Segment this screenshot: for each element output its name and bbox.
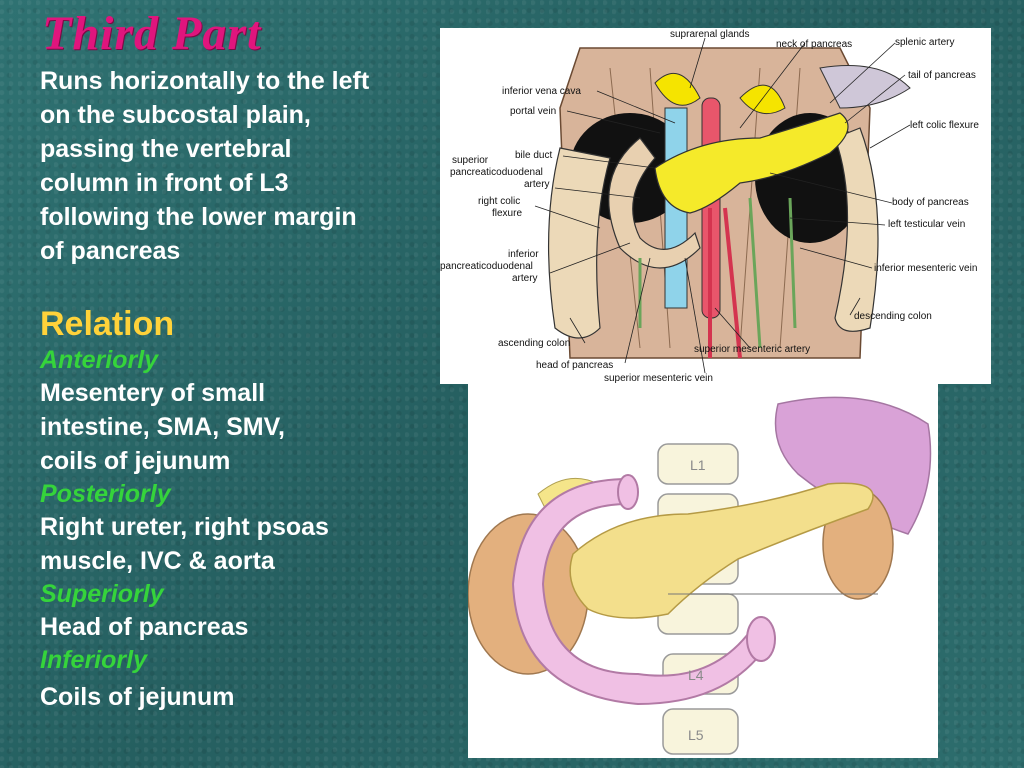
intro-line: of pancreas [40,237,181,265]
relation-posteriorly-heading: Posteriorly [40,480,171,508]
pancreas-duodenum-diagram: suprarenal glands neck of pancreas splen… [440,28,991,384]
intro-line: column in front of L3 [40,169,289,197]
label-inferior-pd-artery: artery [512,273,538,284]
vertebra-label-l5: L5 [688,727,704,743]
intro-text: Runs horizontally to the left on the sub… [40,64,440,268]
label-right-colic-flexure: flexure [492,208,522,219]
intro-line: on the subcostal plain, [40,101,311,129]
duodenum-vertebra-diagram: L1 L4 L5 [467,384,938,758]
vertebra-label-l1: L1 [690,457,706,473]
label-ascending-colon: ascending colon [498,338,570,349]
label-head-of-pancreas: head of pancreas [536,360,613,371]
label-superior-mesenteric-vein: superior mesenteric vein [604,373,713,384]
relation-inferiorly-heading: Inferiorly [40,646,147,674]
pancreas-duodenum-illustration: suprarenal glands neck of pancreas splen… [440,29,979,384]
relation-heading: Relation [40,305,175,343]
label-bile-duct: bile duct [515,150,552,161]
vertebra-label-l4: L4 [688,667,704,683]
label-left-testicular-vein: left testicular vein [888,219,965,230]
label-neck-of-pancreas: neck of pancreas [776,39,852,50]
relation-superiorly-text: Head of pancreas [40,610,440,644]
label-inferior-pd-artery: pancreaticoduodenal [440,261,533,272]
intro-line: following the lower margin [40,203,357,231]
label-superior-pd-artery: artery [524,179,550,190]
relation-line: coils of jejunum [40,447,231,475]
label-inferior-mesenteric-vein: inferior mesenteric vein [874,263,977,274]
relation-line: intestine, SMA, SMV, [40,413,285,441]
label-inferior-vena-cava: inferior vena cava [502,86,581,97]
relation-line: Coils of jejunum [40,683,235,711]
label-tail-of-pancreas: tail of pancreas [908,70,976,81]
slide-title: Third Part [42,7,262,60]
relation-anteriorly-heading: Anteriorly [40,346,159,374]
label-body-of-pancreas: body of pancreas [892,197,969,208]
label-splenic-artery: splenic artery [895,37,954,48]
label-portal-vein: portal vein [510,106,556,117]
relation-line: Head of pancreas [40,613,249,641]
relation-inferiorly-text: Coils of jejunum [40,680,440,714]
relation-posteriorly-text: Right ureter, right psoas muscle, IVC & … [40,510,440,578]
relation-line: muscle, IVC & aorta [40,547,275,575]
text-column: Runs horizontally to the left on the sub… [40,64,440,714]
relation-line: Mesentery of small [40,379,266,407]
intro-line: passing the vertebral [40,135,292,163]
label-descending-colon: descending colon [854,311,932,322]
label-right-colic-flexure: right colic [478,196,520,207]
relation-line: Right ureter, right psoas [40,513,329,541]
label-left-colic-flexure: left colic flexure [910,120,979,131]
label-suprarenal-glands: suprarenal glands [670,29,750,40]
label-superior-pd-artery: pancreaticoduodenal [450,167,543,178]
label-superior-mesenteric-artery: superior mesenteric artery [694,344,810,355]
relation-superiorly-heading: Superiorly [40,580,164,608]
duodenum-vertebra-illustration: L1 L4 L5 [467,396,932,755]
relation-anteriorly-text: Mesentery of small intestine, SMA, SMV, … [40,376,440,478]
label-superior-pd-artery: superior [452,155,489,166]
intro-line: Runs horizontally to the left [40,67,370,95]
label-inferior-pd-artery: inferior [508,249,539,260]
